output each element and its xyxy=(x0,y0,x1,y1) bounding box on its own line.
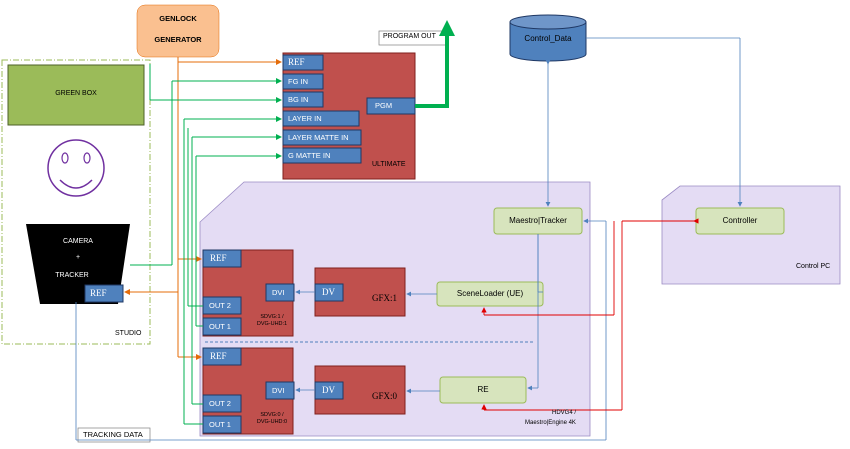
gfx0-dv-label: DV xyxy=(322,385,335,395)
studio-label: STUDIO xyxy=(115,330,142,337)
hdvg1-out1-label: OUT 1 xyxy=(209,322,231,331)
hdvg0-ref-label: REF xyxy=(210,351,227,361)
re-box xyxy=(439,376,527,404)
genlock-label-2: GENERATOR xyxy=(154,35,202,44)
ultimate-input-ports xyxy=(282,54,362,164)
data-lines xyxy=(75,37,743,441)
hdvg1-out2-label: OUT 2 xyxy=(209,301,231,310)
genlock-label-1: GENLOCK xyxy=(159,14,197,23)
control-data-database xyxy=(509,14,587,62)
tracking-data-box xyxy=(77,427,151,443)
engine-label-2: Maestro|Engine 4K xyxy=(525,420,576,426)
ultimate-g-matte-label: G MATTE IN xyxy=(288,151,331,160)
hdvg1-ref-label: REF xyxy=(210,253,227,263)
gfx1-name: GFX:1 xyxy=(372,293,398,303)
control-lines xyxy=(481,218,699,411)
program-out-label: PROGRAM OUT xyxy=(383,33,436,40)
hdvg1-model-1: SDVG:1 / xyxy=(260,314,284,320)
hdvg1-dvi-label: DVI xyxy=(272,288,285,297)
genlock-generator xyxy=(136,4,220,58)
program-out-arrow xyxy=(415,20,455,108)
ultimate-layer-label: LAYER IN xyxy=(288,114,322,123)
video-lines xyxy=(130,64,282,425)
ultimate-pgm-label: PGM xyxy=(375,101,393,110)
camera-plus-label: + xyxy=(75,254,81,261)
smiley-face-icon xyxy=(47,139,105,197)
camera-ref-port xyxy=(84,284,124,303)
re-label: RE xyxy=(477,385,489,394)
hdvg1-model-2: DVG-UHD:1 xyxy=(256,321,288,327)
green-box xyxy=(7,64,145,126)
hdvg0-out2-label: OUT 2 xyxy=(209,399,231,408)
engine-label-1: HDVG4 / xyxy=(552,410,577,416)
hdvg0-model-1: SDVG:0 / xyxy=(260,412,284,418)
ultimate-layer-matte-label: LAYER MATTE IN xyxy=(288,133,349,142)
controller-label: Controller xyxy=(722,216,758,225)
camera-label: CAMERA xyxy=(63,238,93,245)
control-pc-label: Control PC xyxy=(796,263,831,270)
camera-tracker-body xyxy=(26,224,130,304)
sceneloader-label: SceneLoader (UE) xyxy=(456,289,524,298)
camera-ref-label: REF xyxy=(90,288,107,298)
hdvg0-dvi-label: DVI xyxy=(272,386,285,395)
control-data-label: Control_Data xyxy=(524,34,572,43)
ultimate-ref-label: REF xyxy=(288,57,305,67)
ultimate-fg-label: FG IN xyxy=(288,77,308,86)
genlock-lines xyxy=(124,57,282,360)
ultimate-bg-label: BG IN xyxy=(288,95,309,104)
green-box-label: GREEN BOX xyxy=(55,90,97,97)
ultimate-name: ULTIMATE xyxy=(372,161,406,168)
maestro-tracker-label: Maestro|Tracker xyxy=(509,216,567,225)
tracker-label: TRACKER xyxy=(55,272,89,279)
hdvg0-model-2: DVG-UHD:0 xyxy=(256,419,288,425)
tracking-data-label: TRACKING DATA xyxy=(83,430,143,439)
gfx1-dv-label: DV xyxy=(322,287,335,297)
gfx0-name: GFX:0 xyxy=(372,391,398,401)
hdvg0-out1-label: OUT 1 xyxy=(209,420,231,429)
